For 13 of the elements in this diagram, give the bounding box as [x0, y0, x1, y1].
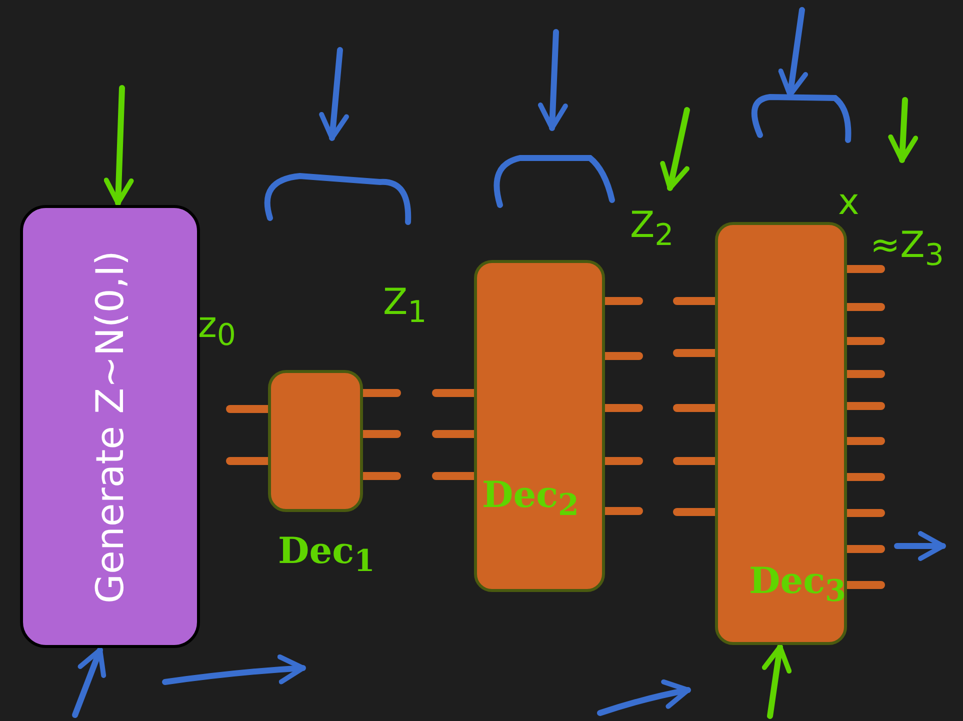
arrow [104, 85, 134, 206]
variable-label: Z$_{2}$ [630, 205, 674, 254]
arrow [72, 647, 106, 718]
variable-label: z$_{0}$ [198, 305, 236, 354]
block-label: Dec$_{3}$ [749, 560, 846, 610]
variable-label: Z$_{1}$ [383, 282, 427, 330]
arrow [762, 644, 792, 719]
block-label: Dec$_{1}$ [278, 530, 375, 580]
node-text: Generate Z~N(0,I) [87, 249, 133, 605]
variable-label: x [838, 182, 860, 223]
variable-label: ≈Z$_{3}$ [870, 225, 944, 274]
block-label: Dec$_{2}$ [482, 474, 579, 524]
process-box [20, 205, 200, 648]
